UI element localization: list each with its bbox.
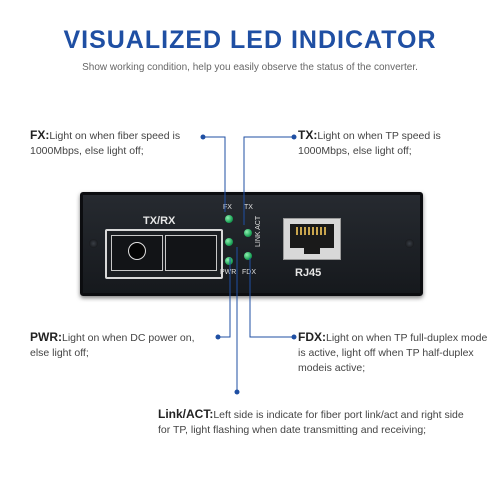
callout-link-act-key: Link/ACT: [158, 407, 214, 421]
sc-port-left [111, 235, 163, 271]
callout-fdx: FDX:Light on when TP full-duplex mode is… [298, 330, 488, 376]
callout-pwr-text: Light on when DC power on, else light of… [30, 332, 195, 359]
callout-tx-text: Light on when TP speed is 1000Mbps, else… [298, 130, 441, 157]
led-fx [225, 215, 233, 223]
led-pwr [225, 257, 233, 265]
callout-link-act: Link/ACT:Left side is indicate for fiber… [158, 407, 478, 438]
callout-fdx-key: FDX: [298, 330, 326, 344]
fiber-sc-port [105, 229, 223, 279]
dot-fx [200, 134, 206, 140]
dot-pwr [215, 334, 221, 340]
sc-port-right [165, 235, 217, 271]
callout-fx-key: FX: [30, 128, 50, 142]
line-fdx [249, 258, 294, 338]
rj45-pins [296, 227, 328, 235]
screw-left [89, 239, 98, 248]
line-pwr [218, 258, 231, 338]
rj45-socket [290, 224, 334, 254]
line-fx [203, 136, 226, 212]
led-label-tx: TX [244, 204, 253, 211]
callout-pwr: PWR:Light on when DC power on, else ligh… [30, 330, 215, 361]
led-link-tp [244, 252, 252, 260]
fiber-hole [128, 242, 146, 260]
screw-right [405, 239, 414, 248]
callout-link-act-text: Left side is indicate for fiber port lin… [158, 409, 464, 436]
led-label-pwr: PWR [220, 269, 237, 276]
dot-fdx [291, 334, 297, 340]
rj45-tab [304, 248, 320, 254]
callout-fx-text: Light on when fiber speed is 1000Mbps, e… [30, 130, 181, 157]
callout-tx: TX:Light on when TP speed is 1000Mbps, e… [298, 128, 488, 159]
led-label-fdx: FDX [242, 269, 256, 276]
callout-fdx-text: Light on when TP full-duplex mode is act… [298, 332, 488, 374]
fiber-port-label: TX/RX [143, 215, 176, 227]
line-tx [243, 136, 294, 225]
callout-tx-key: TX: [298, 128, 318, 142]
media-converter-device: TX/RX FX TX LINK ACT PWR FDX RJ45 [80, 192, 423, 296]
page-subtitle: Show working condition, help you easily … [82, 62, 418, 73]
led-tx [244, 229, 252, 237]
ethernet-port-label: RJ45 [295, 267, 322, 279]
rj45-port [283, 218, 341, 260]
dot-link-act [234, 389, 240, 395]
callout-fx: FX:Light on when fiber speed is 1000Mbps… [30, 128, 205, 159]
led-label-fx: FX [223, 204, 232, 211]
callout-pwr-key: PWR: [30, 330, 62, 344]
page-title: VISUALIZED LED INDICATOR [63, 26, 437, 54]
led-link-fiber [225, 238, 233, 246]
dot-tx [291, 134, 297, 140]
